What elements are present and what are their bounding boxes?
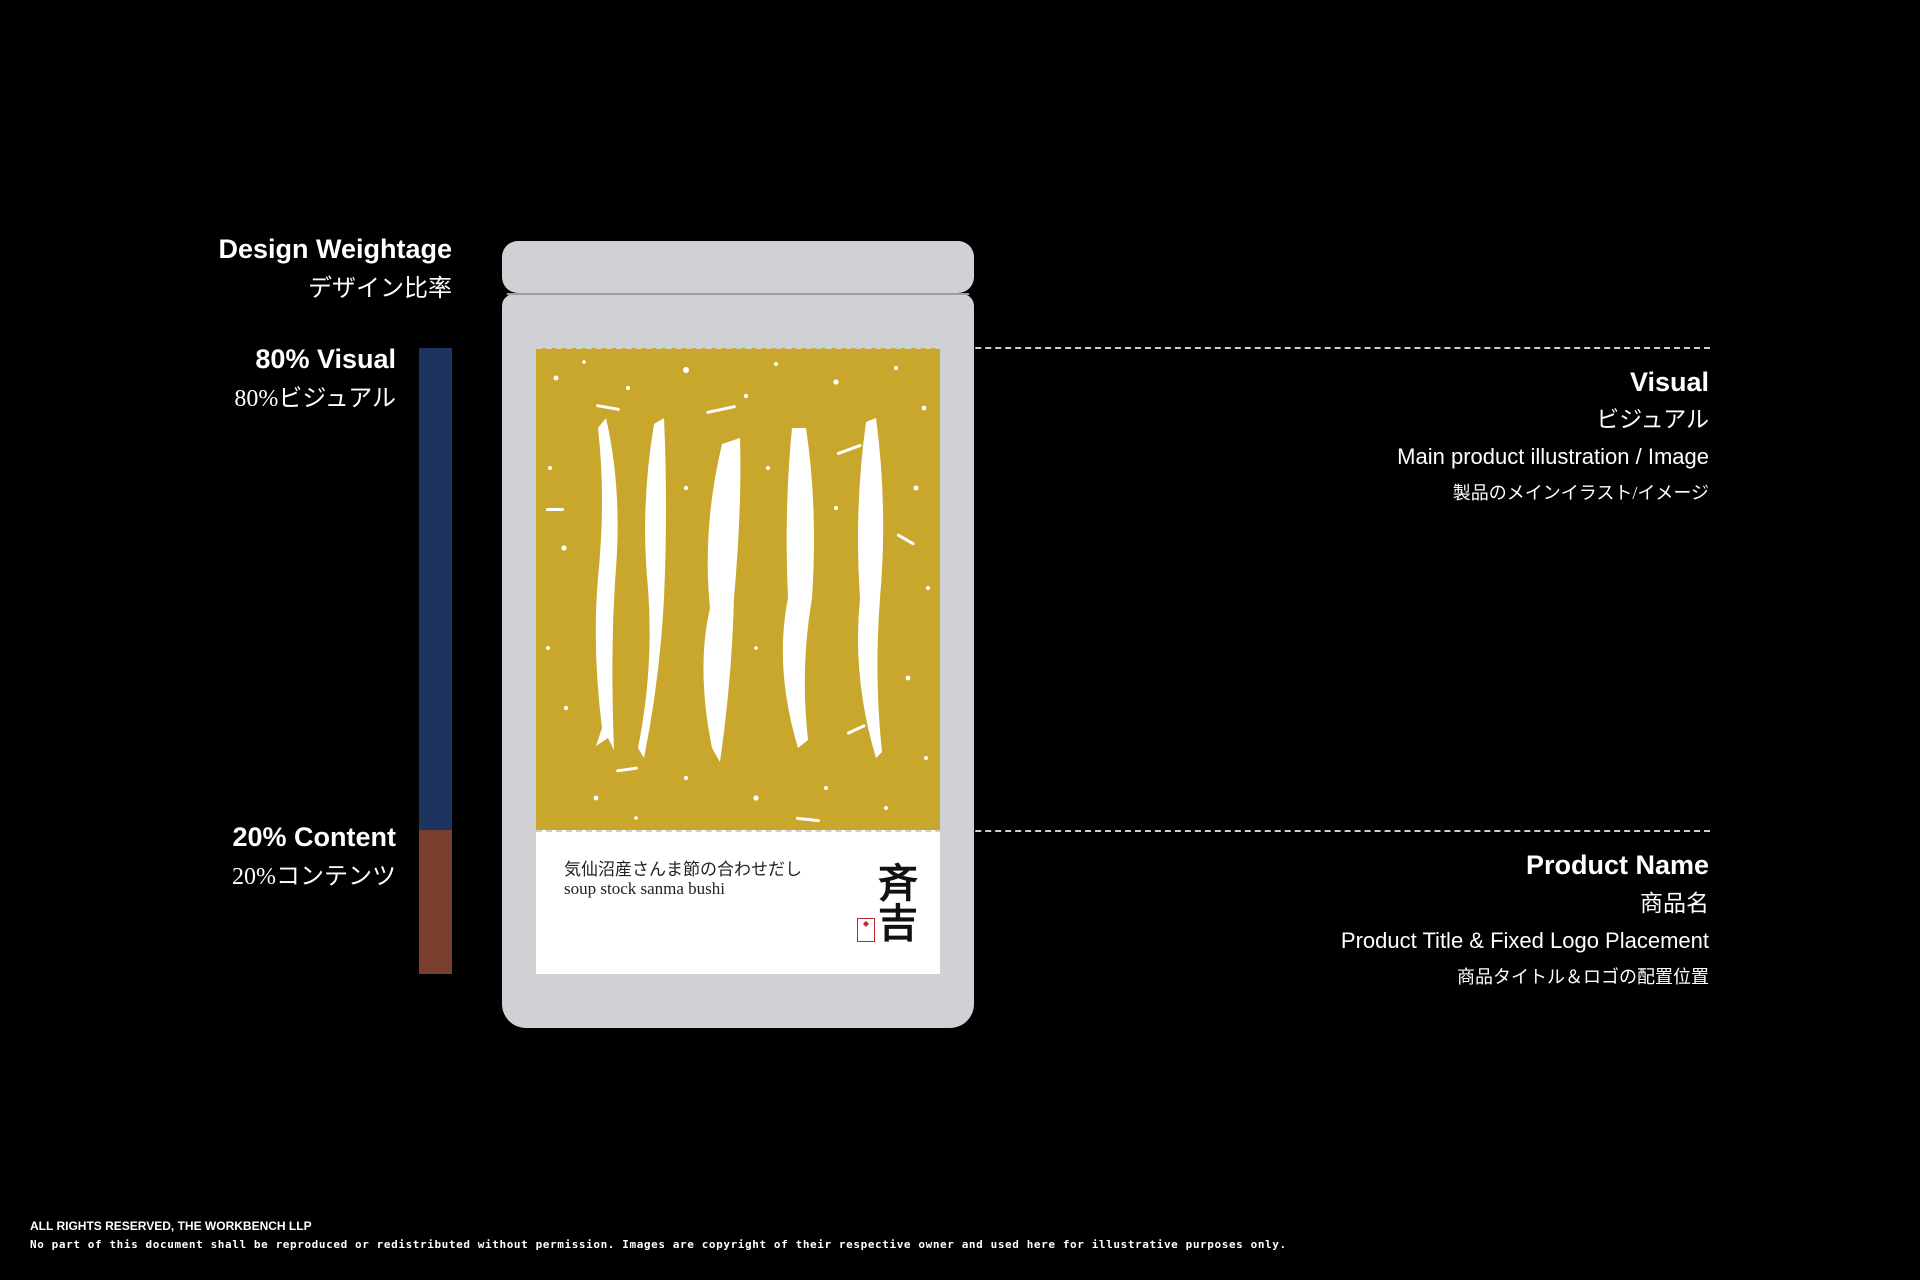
annotation-product-name-desc: Product Title & Fixed Logo Placement (1340, 928, 1709, 953)
content-percent-label-jp: 20%コンテンツ (232, 864, 396, 890)
sanma-fish-illustration (546, 360, 930, 823)
fish-1 (595, 418, 618, 750)
visual-percent-label-jp: 80%ビジュアル (234, 386, 396, 412)
fish-4 (782, 428, 814, 748)
product-name-jp: 気仙沼産さんま節の合わせだし (564, 860, 802, 879)
pouch-seam (502, 293, 974, 295)
product-name-guide-line (536, 830, 1710, 832)
pouch-notch-left (497, 286, 507, 298)
visual-weight-bar (419, 348, 452, 830)
brand-logo: 斉吉 (872, 862, 917, 942)
pouch-top-zipper (502, 241, 974, 293)
fish-2 (638, 418, 666, 758)
annotation-product-name-desc-jp: 商品タイトル＆ロゴの配置位置 (1457, 967, 1709, 987)
annotation-product-name-title-jp: 商品名 (1640, 891, 1709, 916)
annotation-visual-title-jp: ビジュアル (1596, 407, 1709, 432)
visual-percent-label: 80% Visual (255, 344, 396, 374)
annotation-visual-desc-jp: 製品のメインイラスト/イメージ (1452, 483, 1709, 503)
product-visual-illustration (536, 348, 940, 830)
annotation-visual-desc: Main product illustration / Image (1397, 444, 1709, 469)
footer-rights: ALL RIGHTS RESERVED, THE WORKBENCH LLP (30, 1219, 312, 1233)
content-percent-label: 20% Content (232, 822, 396, 852)
design-weightage-title-jp: デザイン比率 (308, 276, 452, 302)
product-label-panel (536, 830, 940, 974)
annotation-product-name-title: Product Name (1525, 850, 1709, 880)
annotation-visual-title: Visual (1629, 367, 1709, 397)
product-name-en: soup stock sanma bushi (564, 879, 726, 898)
visual-guide-line (536, 347, 1710, 349)
design-weightage-title: Design Weightage (218, 234, 452, 264)
fish-5 (858, 418, 884, 758)
pouch-notch-right (969, 286, 979, 298)
content-weight-bar (419, 830, 452, 974)
brand-seal-stamp: ◆ (857, 918, 875, 942)
fish-3 (703, 438, 741, 762)
footer-disclaimer: No part of this document shall be reprod… (30, 1238, 1287, 1251)
